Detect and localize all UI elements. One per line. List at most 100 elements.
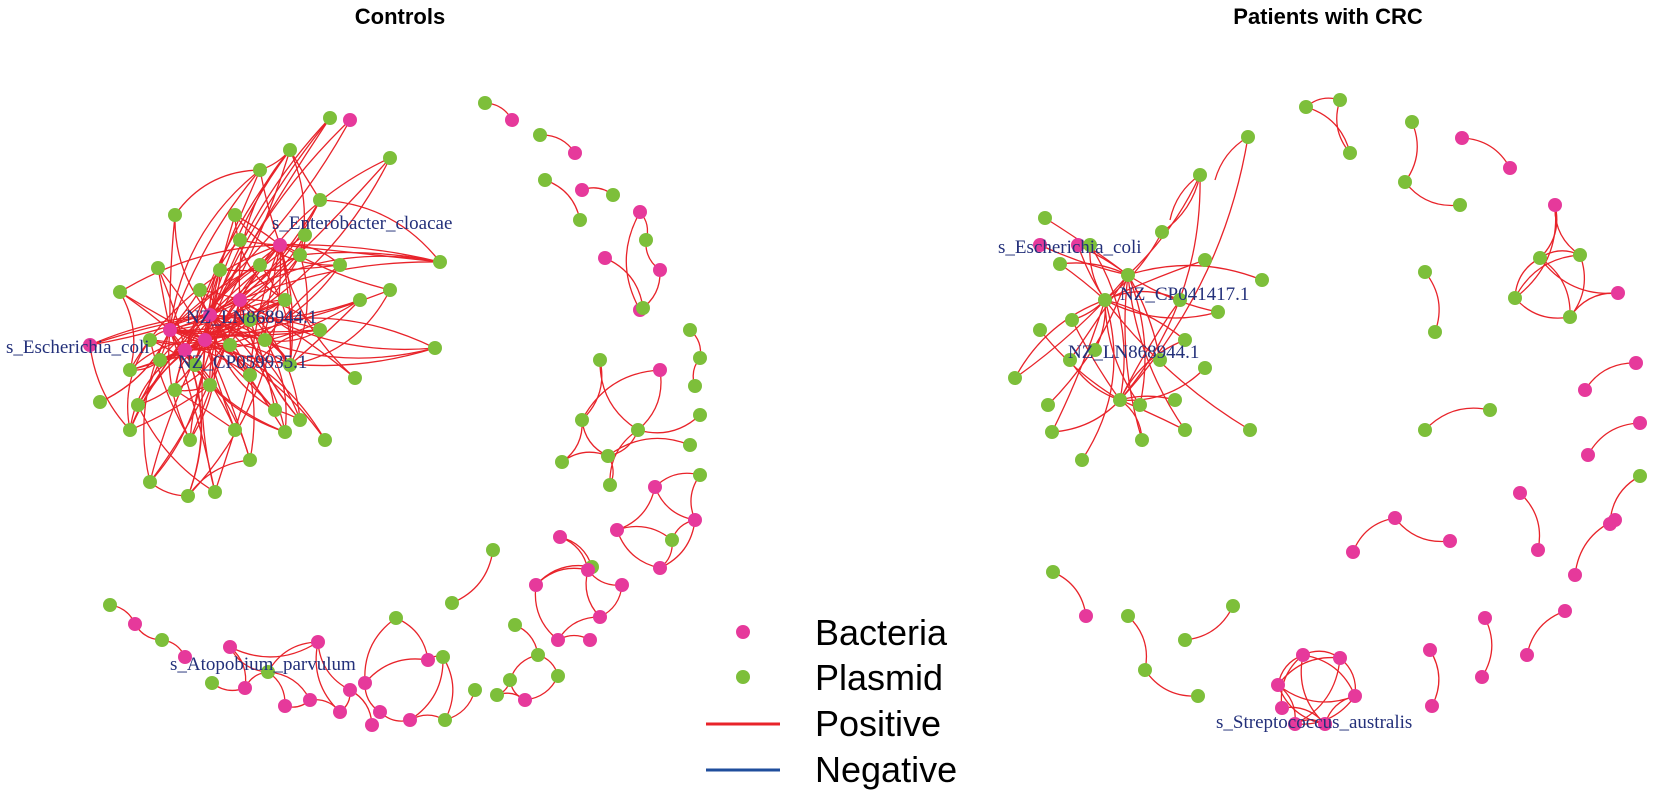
legend-positive-label: Positive xyxy=(815,703,941,744)
bacteria-node-117 xyxy=(311,635,325,649)
positive-edge-183 xyxy=(319,199,441,263)
plasmid-node-124 xyxy=(205,676,219,690)
plasmid-node-16 xyxy=(143,475,157,489)
bacteria-node-92 xyxy=(581,563,595,577)
plasmid-node-47 xyxy=(298,228,312,242)
plasmid-node-9 xyxy=(113,285,127,299)
positive-edge-49 xyxy=(143,329,171,483)
plasmid-node-72 xyxy=(593,353,607,367)
plasmid-node-173 xyxy=(1483,403,1497,417)
plasmid-node-146 xyxy=(1198,253,1212,267)
positive-edge-175 xyxy=(289,254,308,366)
positive-edge-146 xyxy=(289,149,306,256)
bacteria-node-93 xyxy=(615,578,629,592)
bacteria-node-63 xyxy=(633,205,647,219)
positive-edge-112 xyxy=(249,244,281,376)
legend-negative-label: Negative xyxy=(815,749,957,790)
plasmid-node-71 xyxy=(688,379,702,393)
positive-edge-305 xyxy=(1104,290,1181,301)
positive-edge-326 xyxy=(1539,257,1571,318)
positive-edge-185 xyxy=(187,459,251,497)
positive-edge-68 xyxy=(89,314,211,346)
plasmid-node-6 xyxy=(228,208,242,222)
bacteria-node-81 xyxy=(648,480,662,494)
positive-edge-100 xyxy=(129,244,281,371)
positive-edge-219 xyxy=(451,549,494,604)
bacteria-node-187 xyxy=(1520,648,1534,662)
positive-edge-179 xyxy=(137,404,216,493)
bacteria-node-0 xyxy=(343,113,357,127)
plasmid-node-2 xyxy=(283,143,297,157)
plasmid-node-111 xyxy=(503,673,517,687)
bacteria-node-56 xyxy=(505,113,519,127)
bacteria-node-103 xyxy=(358,676,372,690)
plasmid-node-195 xyxy=(1121,609,1135,623)
plasmid-node-152 xyxy=(1243,423,1257,437)
plasmid-node-69 xyxy=(683,323,697,337)
crc-label-escherichia-coli: s_Escherichia_coli xyxy=(998,237,1142,258)
bacteria-node-49 xyxy=(178,343,192,357)
plasmid-node-88 xyxy=(445,596,459,610)
plasmid-node-155 xyxy=(1113,393,1127,407)
plasmid-node-37 xyxy=(203,378,217,392)
plasmid-node-74 xyxy=(575,413,589,427)
positive-edge-145 xyxy=(149,339,251,376)
positive-edge-287 xyxy=(1051,299,1106,433)
positive-edge-181 xyxy=(249,319,276,411)
plasmid-node-70 xyxy=(693,351,707,365)
positive-edge-170 xyxy=(199,289,266,341)
positive-edge-149 xyxy=(249,374,255,461)
positive-edge-286 xyxy=(1051,399,1121,433)
bacteria-node-200 xyxy=(1296,648,1310,662)
positive-edge-229 xyxy=(585,569,601,618)
positive-edge-13 xyxy=(239,157,391,301)
positive-edge-333 xyxy=(1352,517,1396,553)
plasmid-node-87 xyxy=(486,543,500,557)
bacteria-node-65 xyxy=(653,263,667,277)
positive-edge-314 xyxy=(1404,181,1461,207)
plasmid-node-150 xyxy=(1153,353,1167,367)
bacteria-node-162 xyxy=(1455,131,1469,145)
plasmid-node-133 xyxy=(1065,313,1079,327)
positive-edge-39 xyxy=(239,299,356,379)
positive-edge-312 xyxy=(1305,106,1351,154)
positive-edge-51 xyxy=(187,244,282,497)
bacteria-node-119 xyxy=(278,699,292,713)
plasmid-node-104 xyxy=(436,650,450,664)
plasmid-node-76 xyxy=(601,449,615,463)
positive-edge-289 xyxy=(1124,274,1143,441)
plasmid-node-15 xyxy=(123,423,137,437)
bacteria-node-52 xyxy=(273,238,287,252)
plasmid-node-55 xyxy=(478,96,492,110)
positive-edge-222 xyxy=(535,567,589,586)
plasmid-node-30 xyxy=(293,248,307,262)
positive-edge-336 xyxy=(1526,610,1566,656)
positive-edge-198 xyxy=(581,359,603,421)
positive-edge-340 xyxy=(1127,615,1148,671)
plasmid-node-38 xyxy=(243,368,257,382)
plasmid-node-1 xyxy=(323,111,337,125)
positive-edge-32 xyxy=(279,244,391,291)
bacteria-node-194 xyxy=(1079,609,1093,623)
legend-bacteria-marker xyxy=(736,625,750,639)
network-nodes xyxy=(83,93,1647,732)
positive-edge-242 xyxy=(442,656,454,721)
positive-edge-16 xyxy=(169,214,176,331)
legend-bacteria-label: Bacteria xyxy=(815,612,948,653)
bacteria-node-58 xyxy=(568,146,582,160)
plasmid-node-60 xyxy=(573,213,587,227)
positive-edge-298 xyxy=(1127,274,1186,431)
bacteria-node-121 xyxy=(333,705,347,719)
bacteria-node-191 xyxy=(1423,643,1437,657)
plasmid-node-198 xyxy=(1226,599,1240,613)
plasmid-node-114 xyxy=(490,688,504,702)
plasmid-node-145 xyxy=(1178,333,1192,347)
bacteria-node-185 xyxy=(1568,568,1582,582)
plasmid-node-28 xyxy=(213,263,227,277)
plasmid-node-147 xyxy=(1178,423,1192,437)
plasmid-node-170 xyxy=(1418,265,1432,279)
positive-edge-61 xyxy=(169,329,326,441)
positive-edge-263 xyxy=(267,671,311,701)
plasmid-node-34 xyxy=(143,333,157,347)
plasmid-node-157 xyxy=(1333,93,1347,107)
